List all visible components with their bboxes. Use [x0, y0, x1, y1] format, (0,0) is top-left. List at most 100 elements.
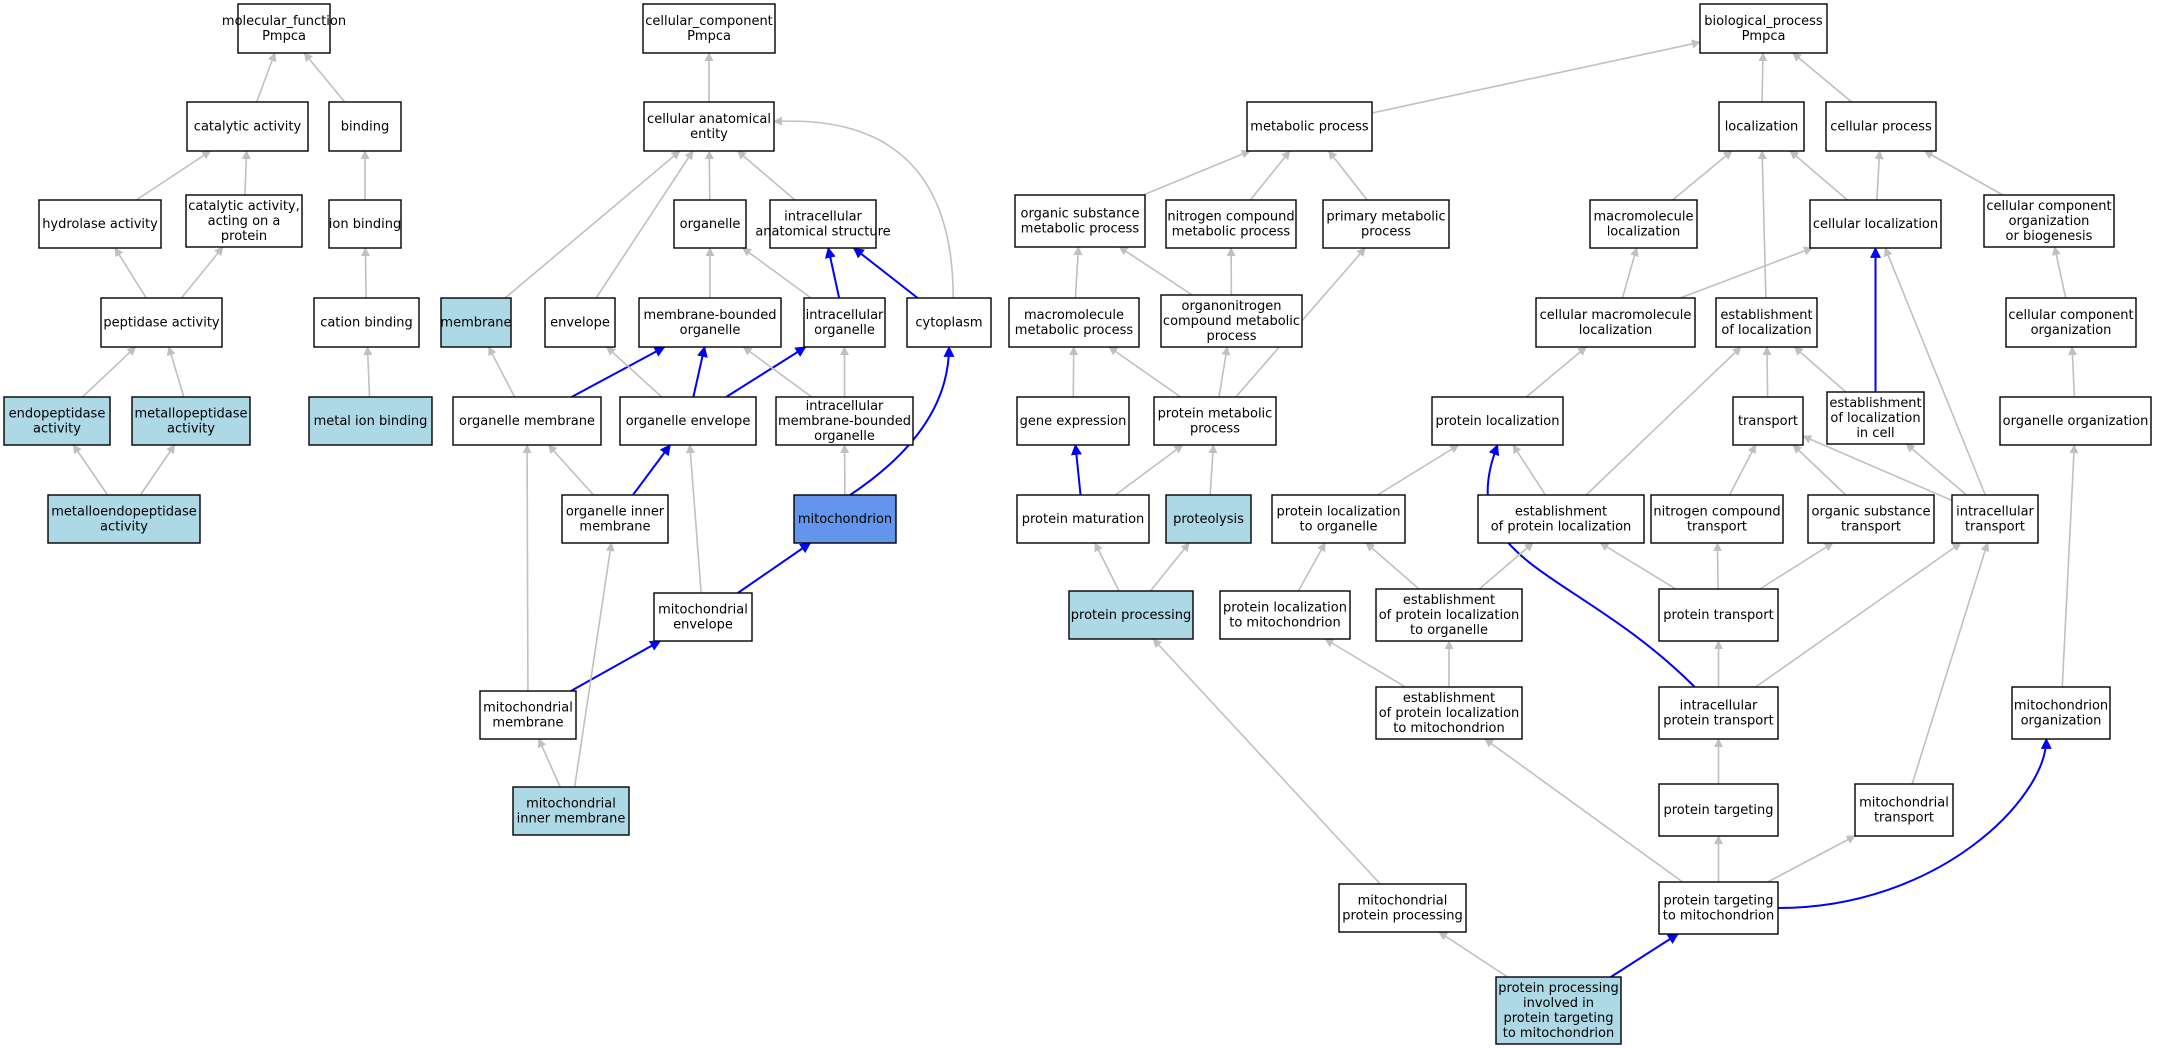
node-box[interactable] [1219, 590, 1351, 640]
node-cellloc[interactable]: cellular localization [1809, 199, 1942, 249]
node-box[interactable] [1658, 881, 1779, 935]
node-box[interactable] [440, 297, 512, 348]
node-box[interactable] [643, 101, 775, 152]
node-box[interactable] [1999, 396, 2152, 446]
node-box[interactable] [1338, 883, 1467, 933]
node-box[interactable] [793, 494, 897, 544]
node-box[interactable] [769, 199, 877, 249]
node-box[interactable] [544, 297, 616, 348]
node-box[interactable] [1431, 396, 1564, 446]
node-box[interactable] [1375, 588, 1523, 642]
node-box[interactable] [561, 494, 669, 544]
node-box[interactable] [1650, 494, 1784, 544]
node-protmat[interactable]: protein maturation [1016, 494, 1150, 544]
node-box[interactable] [803, 297, 886, 348]
node-box[interactable] [185, 194, 303, 248]
node-box[interactable] [1165, 199, 1297, 249]
node-box[interactable] [100, 297, 223, 348]
node-box[interactable] [1699, 3, 1828, 54]
node-catalytic[interactable]: catalytic activity [186, 101, 309, 152]
node-box[interactable] [308, 396, 433, 446]
node-box[interactable] [1271, 494, 1406, 544]
node-box[interactable] [1658, 783, 1779, 837]
node-box[interactable] [131, 396, 251, 446]
node-box[interactable] [1809, 199, 1942, 249]
node-box[interactable] [1983, 194, 2115, 248]
node-box[interactable] [1658, 588, 1779, 642]
node-box[interactable] [47, 494, 201, 544]
node-box[interactable] [186, 101, 309, 152]
node-box[interactable] [328, 101, 402, 152]
node-box[interactable] [1008, 297, 1140, 348]
node-box[interactable] [2005, 297, 2137, 348]
node-box[interactable] [1718, 101, 1805, 152]
node-box[interactable] [906, 297, 992, 348]
node-cytoplasm[interactable]: cytoplasm [906, 297, 992, 348]
node-box[interactable] [1495, 976, 1622, 1045]
node-box[interactable] [1854, 783, 1954, 837]
node-metalion[interactable]: metal ion binding [308, 396, 433, 446]
node-box[interactable] [1732, 396, 1804, 446]
node-protproc[interactable]: protein processing [1068, 590, 1194, 640]
node-metab[interactable]: metabolic process [1246, 101, 1373, 152]
node-box[interactable] [1477, 494, 1645, 544]
node-box[interactable] [38, 199, 162, 249]
node-box[interactable] [1160, 294, 1303, 348]
node-box[interactable] [1322, 199, 1450, 249]
node-cationbind[interactable]: cation binding [313, 297, 420, 348]
node-box[interactable] [452, 396, 602, 446]
node-box[interactable] [673, 199, 747, 249]
node-cellproc[interactable]: cellular process [1825, 101, 1937, 152]
node-box[interactable] [1016, 396, 1130, 446]
node-prottrans[interactable]: protein transport [1658, 588, 1779, 642]
node-box[interactable] [1658, 686, 1779, 740]
node-box[interactable] [1825, 101, 1937, 152]
node-box[interactable] [775, 396, 914, 446]
node-box[interactable] [1068, 590, 1194, 640]
node-ionbind[interactable]: ion binding [328, 199, 402, 249]
node-orgorg[interactable]: organelle organization [1999, 396, 2152, 446]
node-box[interactable] [1715, 297, 1818, 348]
node-mito[interactable]: mitochondrion [793, 494, 897, 544]
node-box[interactable] [1014, 194, 1146, 248]
node-box[interactable] [1165, 494, 1252, 544]
node-protloc[interactable]: protein localization [1431, 396, 1564, 446]
node-box[interactable] [1589, 199, 1698, 249]
node-box[interactable] [1016, 494, 1150, 544]
node-box[interactable] [1826, 391, 1925, 445]
node-box[interactable] [1375, 686, 1523, 740]
node-prottarg[interactable]: protein targeting [1658, 783, 1779, 837]
node-proteolysis[interactable]: proteolysis [1165, 494, 1252, 544]
node-envelope[interactable]: envelope [544, 297, 616, 348]
